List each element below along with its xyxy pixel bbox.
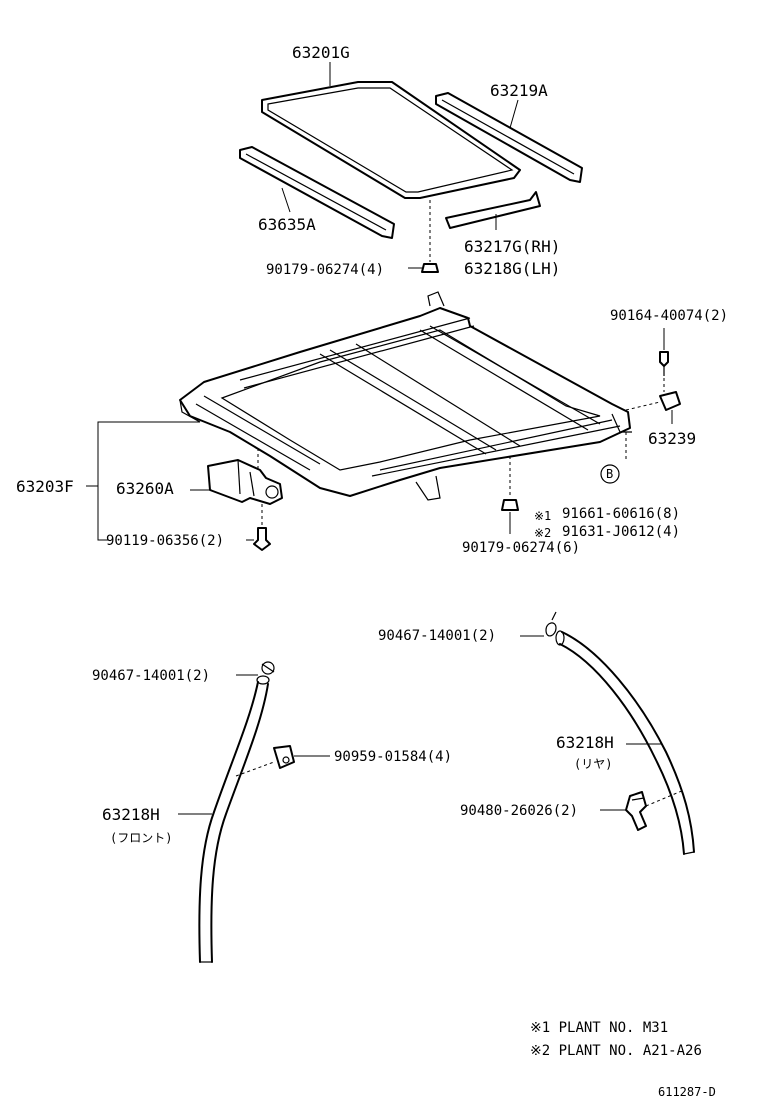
label-63218H-right-sub: (リヤ) [574, 757, 612, 771]
clip-90179-bottom-part [501, 499, 519, 511]
motor-63260A-part [207, 459, 283, 505]
label-90179-6: 90179-06274(6) [462, 540, 580, 556]
label-91631: 91631-J0612(4) [562, 524, 680, 540]
label-63635A: 63635A [258, 215, 316, 234]
label-markerB: B [606, 467, 613, 481]
sunroof-frame-part [179, 291, 632, 501]
label-91661-mark: ※1 [534, 509, 551, 523]
label-63218H-left: 63218H [102, 805, 160, 824]
dash-63239-frame [625, 401, 661, 411]
label-91631-mark: ※2 [534, 526, 551, 540]
label-63218H-left-sub: (フロント) [110, 831, 172, 845]
clamp-90467-left-part [261, 661, 275, 675]
label-90164: 90164-40074(2) [610, 308, 728, 324]
label-90467-right: 90467-14001(2) [378, 628, 496, 644]
leader-63219A [509, 99, 519, 129]
rear-drain-hose-part [555, 630, 695, 855]
glass-weatherstrip-part [261, 81, 521, 199]
label-63218H-right: 63218H [556, 733, 614, 752]
leader-63635A [281, 187, 291, 213]
label-63239: 63239 [648, 429, 696, 448]
dash-90959 [235, 761, 275, 777]
label-63201G: 63201G [292, 43, 350, 62]
label-63203F: 63203F [16, 477, 74, 496]
rail-63635A-part [239, 146, 395, 239]
dash-90480 [645, 789, 685, 807]
markerB-circle [600, 464, 620, 484]
label-90467-left: 90467-14001(2) [92, 668, 210, 684]
note-plant-1: ※1 PLANT NO. M31 [530, 1020, 668, 1036]
screw-90119-part [253, 527, 271, 551]
bracket-63217G-part [445, 191, 541, 229]
label-90959: 90959-01584(4) [334, 749, 452, 765]
grommet-90480-part [625, 791, 647, 831]
label-63218G: 63218G(LH) [464, 259, 560, 278]
bracket-63203F [97, 421, 200, 541]
clamp-90467-right-part [545, 611, 557, 637]
clip-90959-part [273, 745, 295, 769]
clip-90179-top-part [421, 263, 439, 273]
bolt-90164-part [659, 351, 669, 376]
label-63217G: 63217G(RH) [464, 237, 560, 256]
label-63260A: 63260A [116, 479, 174, 498]
label-91661: 91661-60616(8) [562, 506, 680, 522]
note-plant-2: ※2 PLANT NO. A21-A26 [530, 1043, 702, 1059]
rail-63219A-part [435, 92, 583, 183]
front-drain-hose-part [198, 675, 270, 963]
drawing-id: 611287-D [658, 1085, 716, 1099]
label-90480: 90480-26026(2) [460, 803, 578, 819]
label-90119: 90119-06356(2) [106, 533, 224, 549]
label-90179-4: 90179-06274(4) [266, 262, 384, 278]
bracket-63239-part [659, 391, 681, 411]
label-63219A: 63219A [490, 81, 548, 100]
